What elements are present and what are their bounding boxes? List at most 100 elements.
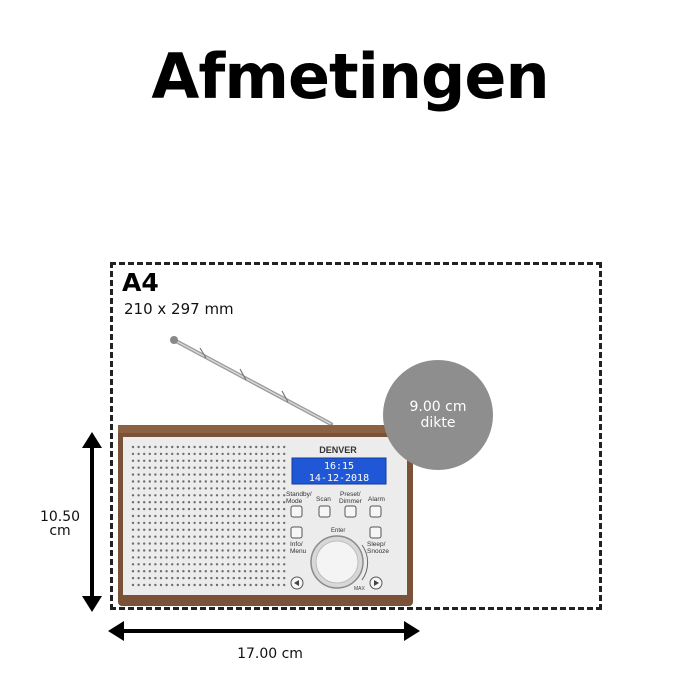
grille-hole — [221, 494, 224, 497]
grille-hole — [148, 501, 151, 504]
grille-hole — [215, 466, 219, 469]
grille-hole — [255, 535, 258, 538]
grille-hole — [215, 521, 219, 525]
a4-label: A4 — [122, 268, 159, 297]
standby-mode-button[interactable] — [290, 505, 303, 518]
lcd-time: 16:15 — [324, 461, 354, 472]
grille-hole — [238, 501, 241, 504]
grille-hole — [238, 528, 241, 531]
grille-hole — [260, 480, 263, 483]
grille-hole — [232, 466, 235, 469]
grille-hole — [243, 445, 247, 449]
grille-hole — [215, 480, 219, 483]
grille-hole — [255, 501, 258, 504]
scan-button[interactable] — [318, 505, 331, 518]
grille-hole — [260, 528, 263, 531]
grille-hole — [159, 507, 163, 511]
grille-hole — [243, 507, 247, 511]
grille-hole — [171, 507, 174, 511]
grille-hole — [182, 549, 185, 552]
grille-hole — [131, 570, 135, 573]
grille-hole — [143, 514, 146, 518]
grille-hole — [210, 528, 213, 531]
grille-hole — [260, 570, 263, 573]
alarm-label: Alarm — [368, 496, 385, 503]
grille-hole — [260, 466, 263, 469]
grille-hole — [255, 563, 258, 566]
grille-hole — [243, 563, 247, 566]
grille-hole — [193, 583, 196, 587]
info-menu-button[interactable] — [290, 526, 303, 539]
grille-hole — [143, 521, 146, 525]
grille-hole — [277, 459, 280, 462]
grille-hole — [131, 459, 135, 462]
grille-hole — [199, 528, 202, 531]
grille-hole — [204, 507, 207, 511]
preset-dimmer-button[interactable] — [344, 505, 357, 518]
grille-hole — [159, 535, 163, 538]
grille-hole — [182, 507, 185, 511]
grille-hole — [165, 473, 168, 476]
grille-hole — [260, 445, 263, 449]
grille-hole — [154, 521, 157, 525]
grille-hole — [148, 507, 151, 511]
grille-hole — [171, 556, 174, 559]
grille-hole — [137, 466, 140, 469]
grille-hole — [131, 528, 135, 531]
grille-hole — [154, 549, 157, 552]
grille-hole — [171, 535, 174, 538]
grille-hole — [182, 452, 185, 456]
grille-hole — [215, 501, 219, 504]
grille-hole — [210, 583, 213, 587]
grille-hole — [243, 583, 247, 587]
grille-hole — [176, 452, 179, 456]
grille-hole — [210, 549, 213, 552]
grille-hole — [137, 563, 140, 566]
grille-hole — [221, 514, 224, 518]
grille-hole — [215, 563, 219, 566]
grille-hole — [131, 549, 135, 552]
grille-hole — [154, 542, 157, 545]
grille-hole — [243, 542, 247, 545]
grille-hole — [215, 570, 219, 573]
grille-hole — [165, 487, 168, 490]
grille-hole — [204, 494, 207, 497]
grille-hole — [243, 501, 247, 504]
preset-label-2: Dimmer — [339, 498, 363, 505]
grille-hole — [215, 576, 219, 580]
grille-hole — [131, 521, 135, 525]
grille-hole — [266, 535, 269, 538]
grille-hole — [159, 563, 163, 566]
grille-hole — [165, 576, 168, 580]
grille-hole — [283, 501, 286, 504]
grille-hole — [148, 487, 151, 490]
grille-hole — [277, 507, 280, 511]
grille-hole — [255, 494, 258, 497]
grille-hole — [277, 487, 280, 490]
grille-hole — [182, 466, 185, 469]
grille-hole — [255, 445, 258, 449]
grille-hole — [193, 556, 196, 559]
grille-hole — [176, 549, 179, 552]
grille-hole — [221, 535, 224, 538]
grille-hole — [227, 466, 230, 469]
sleep-snooze-button[interactable] — [369, 526, 382, 539]
alarm-button[interactable] — [369, 505, 382, 518]
grille-hole — [187, 570, 191, 573]
grille-hole — [283, 452, 286, 456]
grille-hole — [199, 535, 202, 538]
grille-hole — [238, 480, 241, 483]
right-arrow-icon — [374, 580, 379, 586]
grille-hole — [176, 514, 179, 518]
grille-hole — [131, 452, 135, 456]
grille-hole — [260, 452, 263, 456]
grille-hole — [215, 542, 219, 545]
grille-hole — [176, 583, 179, 587]
grille-hole — [232, 563, 235, 566]
grille-hole — [249, 576, 252, 580]
grille-hole — [221, 452, 224, 456]
grille-hole — [193, 514, 196, 518]
grille-hole — [154, 514, 157, 518]
grille-hole — [232, 528, 235, 531]
grille-hole — [243, 521, 247, 525]
